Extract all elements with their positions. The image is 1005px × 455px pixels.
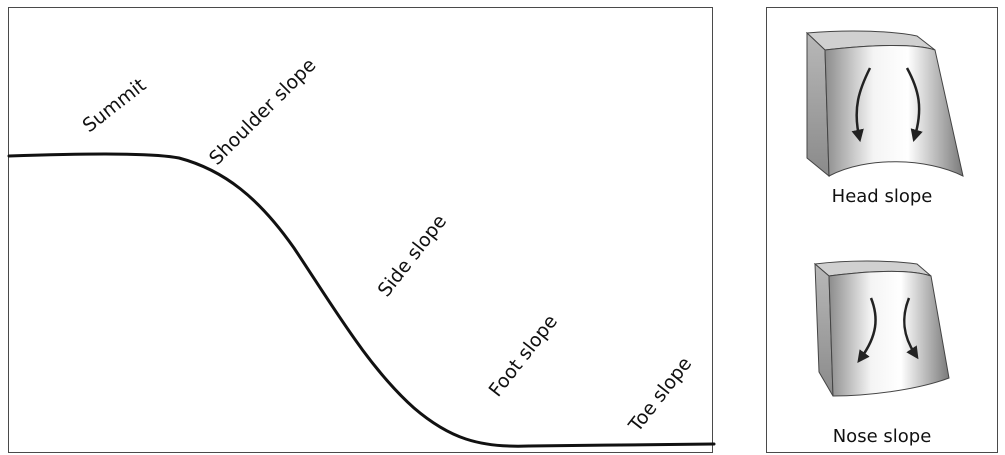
foot-slope-label: Foot slope: [485, 311, 562, 401]
slope-forms-panel: Head slope Nose slope: [766, 7, 998, 453]
side-slope-label: Side slope: [374, 211, 451, 302]
nose-slope-front-face: [829, 272, 949, 397]
hillslope-profile-curve: [9, 154, 714, 446]
slope-forms-diagram: [767, 8, 999, 454]
nose-slope-block: [815, 261, 949, 396]
toe-slope-label: Toe slope: [624, 353, 696, 437]
head-slope-front-face: [825, 46, 963, 177]
hillslope-profile-diagram: Summit Shoulder slope Side slope Foot sl…: [9, 8, 714, 454]
hillslope-profile-panel: Summit Shoulder slope Side slope Foot sl…: [8, 7, 713, 453]
head-slope-caption: Head slope: [767, 186, 997, 207]
summit-label: Summit: [79, 74, 151, 137]
shoulder-slope-label: Shoulder slope: [205, 54, 320, 169]
nose-slope-caption: Nose slope: [767, 426, 997, 447]
head-slope-block: [807, 31, 963, 176]
